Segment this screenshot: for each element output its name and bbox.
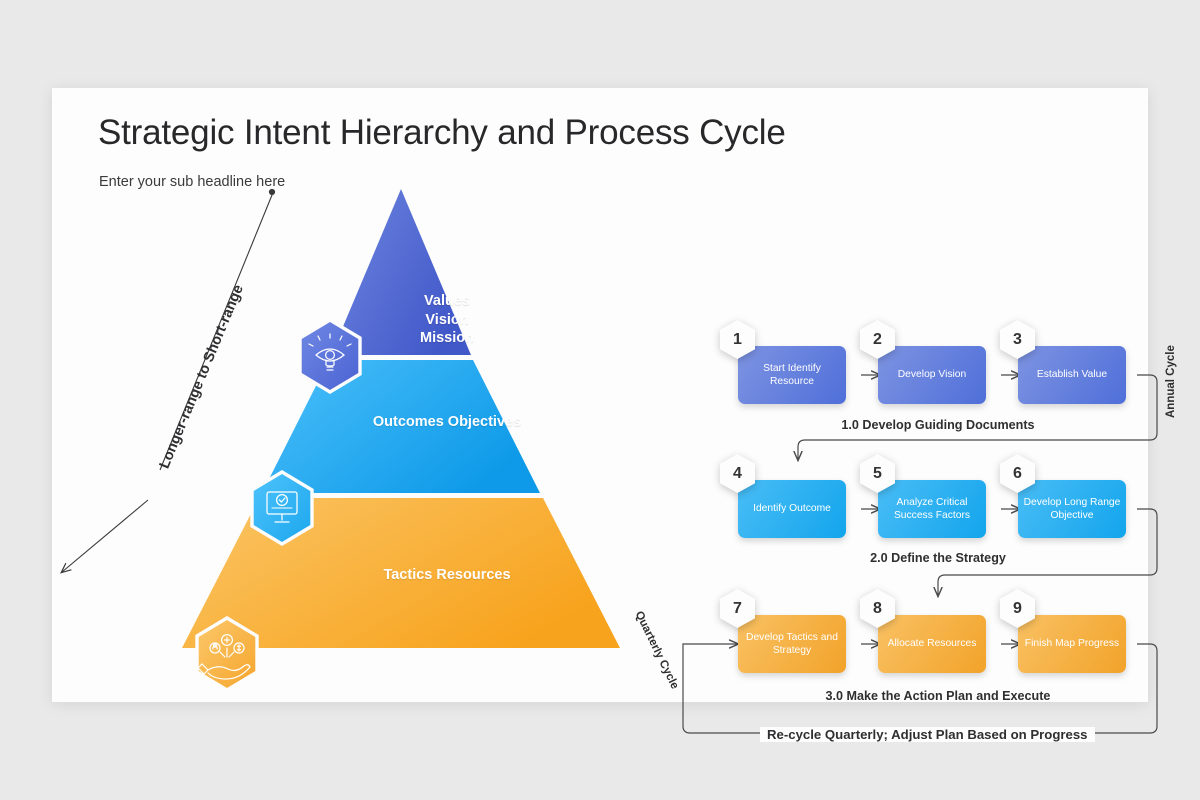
pyramid-tier-bottom	[182, 498, 620, 648]
step-box-1[interactable]: Start Identify Resource	[738, 346, 846, 404]
monitor-check-icon	[250, 470, 314, 546]
range-arrow	[62, 188, 276, 572]
step-badge-6: 6	[1000, 454, 1035, 493]
step-box-7[interactable]: Develop Tactics and Strategy	[738, 615, 846, 673]
step-badge-5: 5	[860, 454, 895, 493]
step-box-9[interactable]: Finish Map Progress	[1018, 615, 1126, 673]
step-box-4[interactable]: Identify Outcome	[738, 480, 846, 538]
phase-label-1: 1.0 Develop Guiding Documents	[841, 418, 1035, 432]
cycle-connectors	[682, 88, 1158, 734]
step-number-9: 9	[1013, 599, 1022, 617]
annual-cycle-label: Annual Cycle	[1165, 345, 1177, 418]
step-number-3: 3	[1013, 330, 1022, 348]
phase-label-3: 3.0 Make the Action Plan and Execute	[825, 689, 1051, 703]
pyramid-diagram: Values Vision Mission Outcomes Objective…	[52, 88, 672, 702]
page-subtitle: Enter your sub headline here	[99, 174, 286, 190]
step-badge-2: 2	[860, 320, 895, 359]
step-badge-4: 4	[720, 454, 755, 493]
step-box-6[interactable]: Develop Long Range Objective	[1018, 480, 1126, 538]
step-number-7: 7	[733, 599, 742, 617]
step-badge-7: 7	[720, 589, 755, 628]
step-box-2[interactable]: Develop Vision	[878, 346, 986, 404]
step-number-2: 2	[873, 330, 882, 348]
step-badge-3: 3	[1000, 320, 1035, 359]
step-number-8: 8	[873, 599, 882, 617]
step-number-1: 1	[733, 330, 742, 348]
page-title: Strategic Intent Hierarchy and Process C…	[98, 113, 786, 152]
step-number-6: 6	[1013, 464, 1022, 482]
recycle-label: Re-cycle Quarterly; Adjust Plan Based on…	[760, 727, 1095, 742]
step-badge-9: 9	[1000, 589, 1035, 628]
phase-label-2: 2.0 Define the Strategy	[870, 551, 1006, 565]
slide-canvas: Strategic Intent Hierarchy and Process C…	[52, 88, 1177, 742]
step-box-5[interactable]: Analyze Critical Success Factors	[878, 480, 986, 538]
step-badge-1: 1	[720, 320, 755, 359]
step-number-4: 4	[733, 464, 742, 482]
pyramid-tier-top	[331, 189, 471, 355]
pyramid-tier-middle	[262, 360, 540, 493]
step-number-5: 5	[873, 464, 882, 482]
step-box-8[interactable]: Allocate Resources	[878, 615, 986, 673]
process-cycle-diagram: Start Identify Resource Develop Vision E…	[652, 88, 1177, 742]
hand-resources-icon	[195, 616, 259, 692]
pyramid-shapes	[52, 188, 620, 692]
step-box-3[interactable]: Establish Value	[1018, 346, 1126, 404]
step-badge-8: 8	[860, 589, 895, 628]
lightbulb-eye-icon	[298, 318, 362, 394]
